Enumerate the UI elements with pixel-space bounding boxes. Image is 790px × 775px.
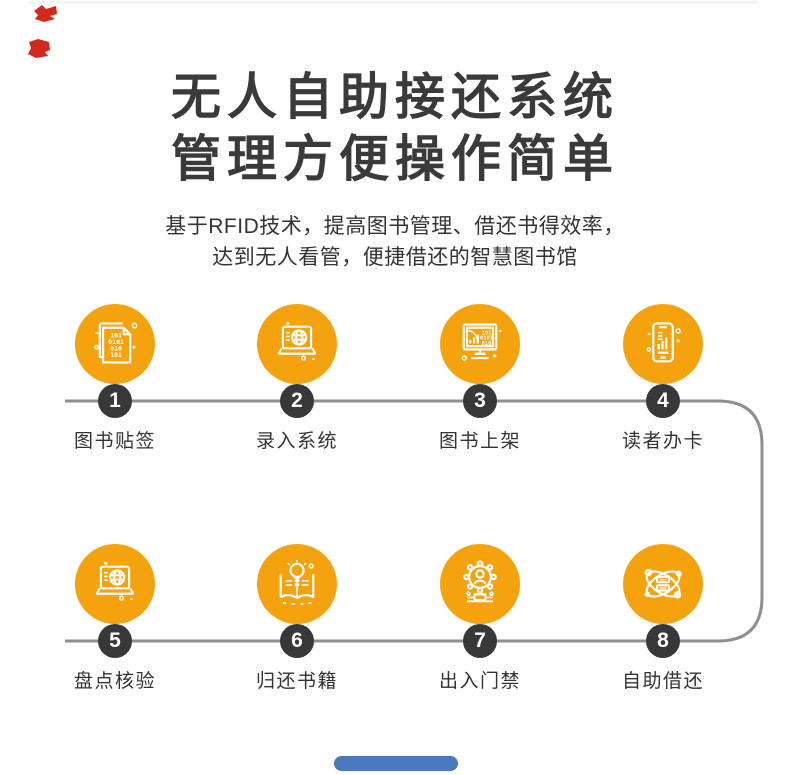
step-number-badge: 6: [280, 624, 314, 658]
svg-text:101: 101: [482, 330, 492, 336]
step-7: 7 出入门禁: [405, 544, 555, 693]
connector-line: [65, 399, 764, 643]
step-label: 录入系统: [255, 431, 338, 452]
step-label: 图书上架: [438, 431, 521, 452]
atom-books-icon: [623, 544, 703, 624]
step-4: 4 读者办卡: [588, 304, 738, 453]
laptop-globe-icon: [75, 544, 155, 624]
step-label: 图书贴签: [73, 431, 156, 452]
svg-text:010: 010: [482, 341, 492, 347]
svg-text:101: 101: [110, 332, 122, 340]
red-stamp-icon: [28, 39, 50, 58]
svg-text:0101: 0101: [108, 338, 124, 346]
page-title-line-2: 管理方便操作简单: [171, 131, 619, 187]
step-label: 出入门禁: [438, 671, 521, 692]
book-bulb-icon: [257, 544, 337, 624]
step-label: 读者办卡: [621, 431, 704, 452]
scroll-indicator[interactable]: [334, 756, 458, 771]
step-number-badge: 5: [98, 624, 132, 658]
step-number-badge: 1: [98, 384, 132, 418]
svg-text:101: 101: [110, 351, 122, 359]
step-label: 归还书籍: [255, 671, 338, 692]
corner-marks: [26, 4, 62, 60]
laptop-globe-icon: [257, 304, 337, 384]
step-number-badge: 8: [646, 624, 680, 658]
gear-person-icon: [440, 544, 520, 624]
svg-text:010: 010: [110, 345, 122, 353]
step-5: 5 盘点核验: [40, 544, 190, 693]
svg-text:0101: 0101: [480, 336, 493, 342]
step-label: 自助借还: [621, 671, 704, 692]
phone-chart-icon: [623, 304, 703, 384]
step-8: 8 自助借还: [588, 544, 738, 693]
page-top-edge: [28, 1, 758, 4]
step-number-badge: 7: [463, 624, 497, 658]
step-number-badge: 2: [280, 384, 314, 418]
page-subtitle-line-1: 基于RFID技术，提高图书管理、借还书得效率，: [165, 215, 625, 238]
page-title: 无人自助接还系统 管理方便操作简单: [0, 66, 790, 190]
page-subtitle-line-2: 达到无人看管，便捷借还的智慧图书馆: [212, 246, 578, 269]
step-label: 盘点核验: [73, 671, 156, 692]
page-title-line-1: 无人自助接还系统: [171, 69, 619, 125]
red-stamp-icon: [34, 5, 57, 22]
page-subtitle: 基于RFID技术，提高图书管理、借还书得效率， 达到无人看管，便捷借还的智慧图书…: [0, 211, 790, 273]
step-2: 2 录入系统: [222, 304, 372, 453]
step-6: 6 归还书籍: [222, 544, 372, 693]
step-number-badge: 4: [646, 384, 680, 418]
step-number-badge: 3: [463, 384, 497, 418]
